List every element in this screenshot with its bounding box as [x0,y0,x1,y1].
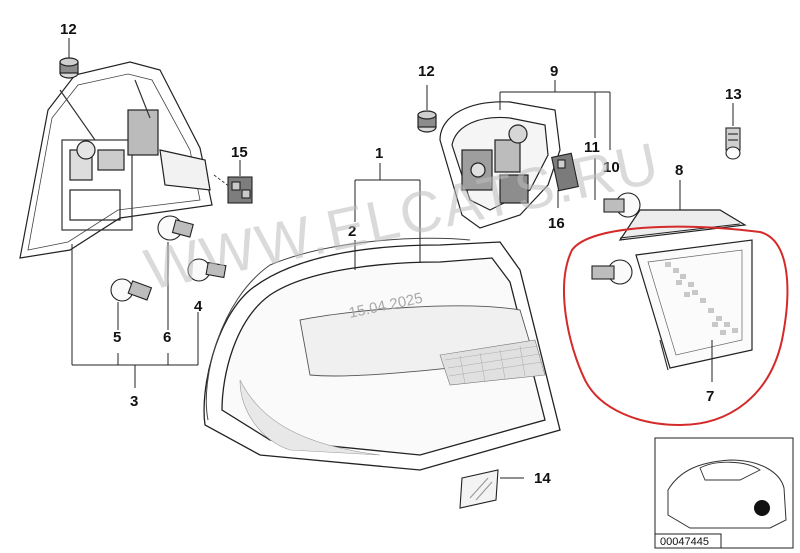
label-3: 3 [130,393,138,410]
label-12-left: 12 [60,21,77,38]
label-7: 7 [706,388,714,405]
grommet-right [417,110,437,133]
reflector-14 [459,469,499,509]
label-16: 16 [548,215,565,232]
label-9: 9 [550,63,558,80]
highlight-ellipse [563,225,789,427]
label-1: 1 [375,145,383,162]
bulb-13 [725,127,741,160]
bulb-carrier-right [439,101,561,229]
label-8: 8 [675,162,683,179]
label-4: 4 [194,298,203,315]
grommet-left [59,57,79,79]
bulb-carrier-left [19,61,213,259]
label-14: 14 [534,470,551,487]
leaders-9-11 [499,80,681,212]
car-reference-box [654,437,794,549]
seal-8 [619,223,741,239]
label-10: 10 [603,159,620,176]
connector-16 [551,152,579,192]
label-11: 11 [584,139,600,156]
tail-lamp-main [203,241,561,471]
gasket-2 [205,237,471,421]
bulb-7 [591,259,633,285]
label-6: 6 [163,329,171,346]
connector-15 [227,176,253,204]
label-5: 5 [113,329,121,346]
bracket-3 [71,242,199,388]
reference-number: 00047445 [660,536,709,548]
label-15: 15 [231,144,248,161]
label-12-right: 12 [418,63,435,80]
bulb-10 [603,192,641,218]
leaders-1-2 [354,163,421,270]
label-13: 13 [725,86,742,103]
bulb-4 [187,258,227,282]
bulb-6 [157,215,194,241]
bulb-5 [110,278,153,302]
inner-lens-7 [618,209,753,371]
label-2: 2 [348,223,356,240]
